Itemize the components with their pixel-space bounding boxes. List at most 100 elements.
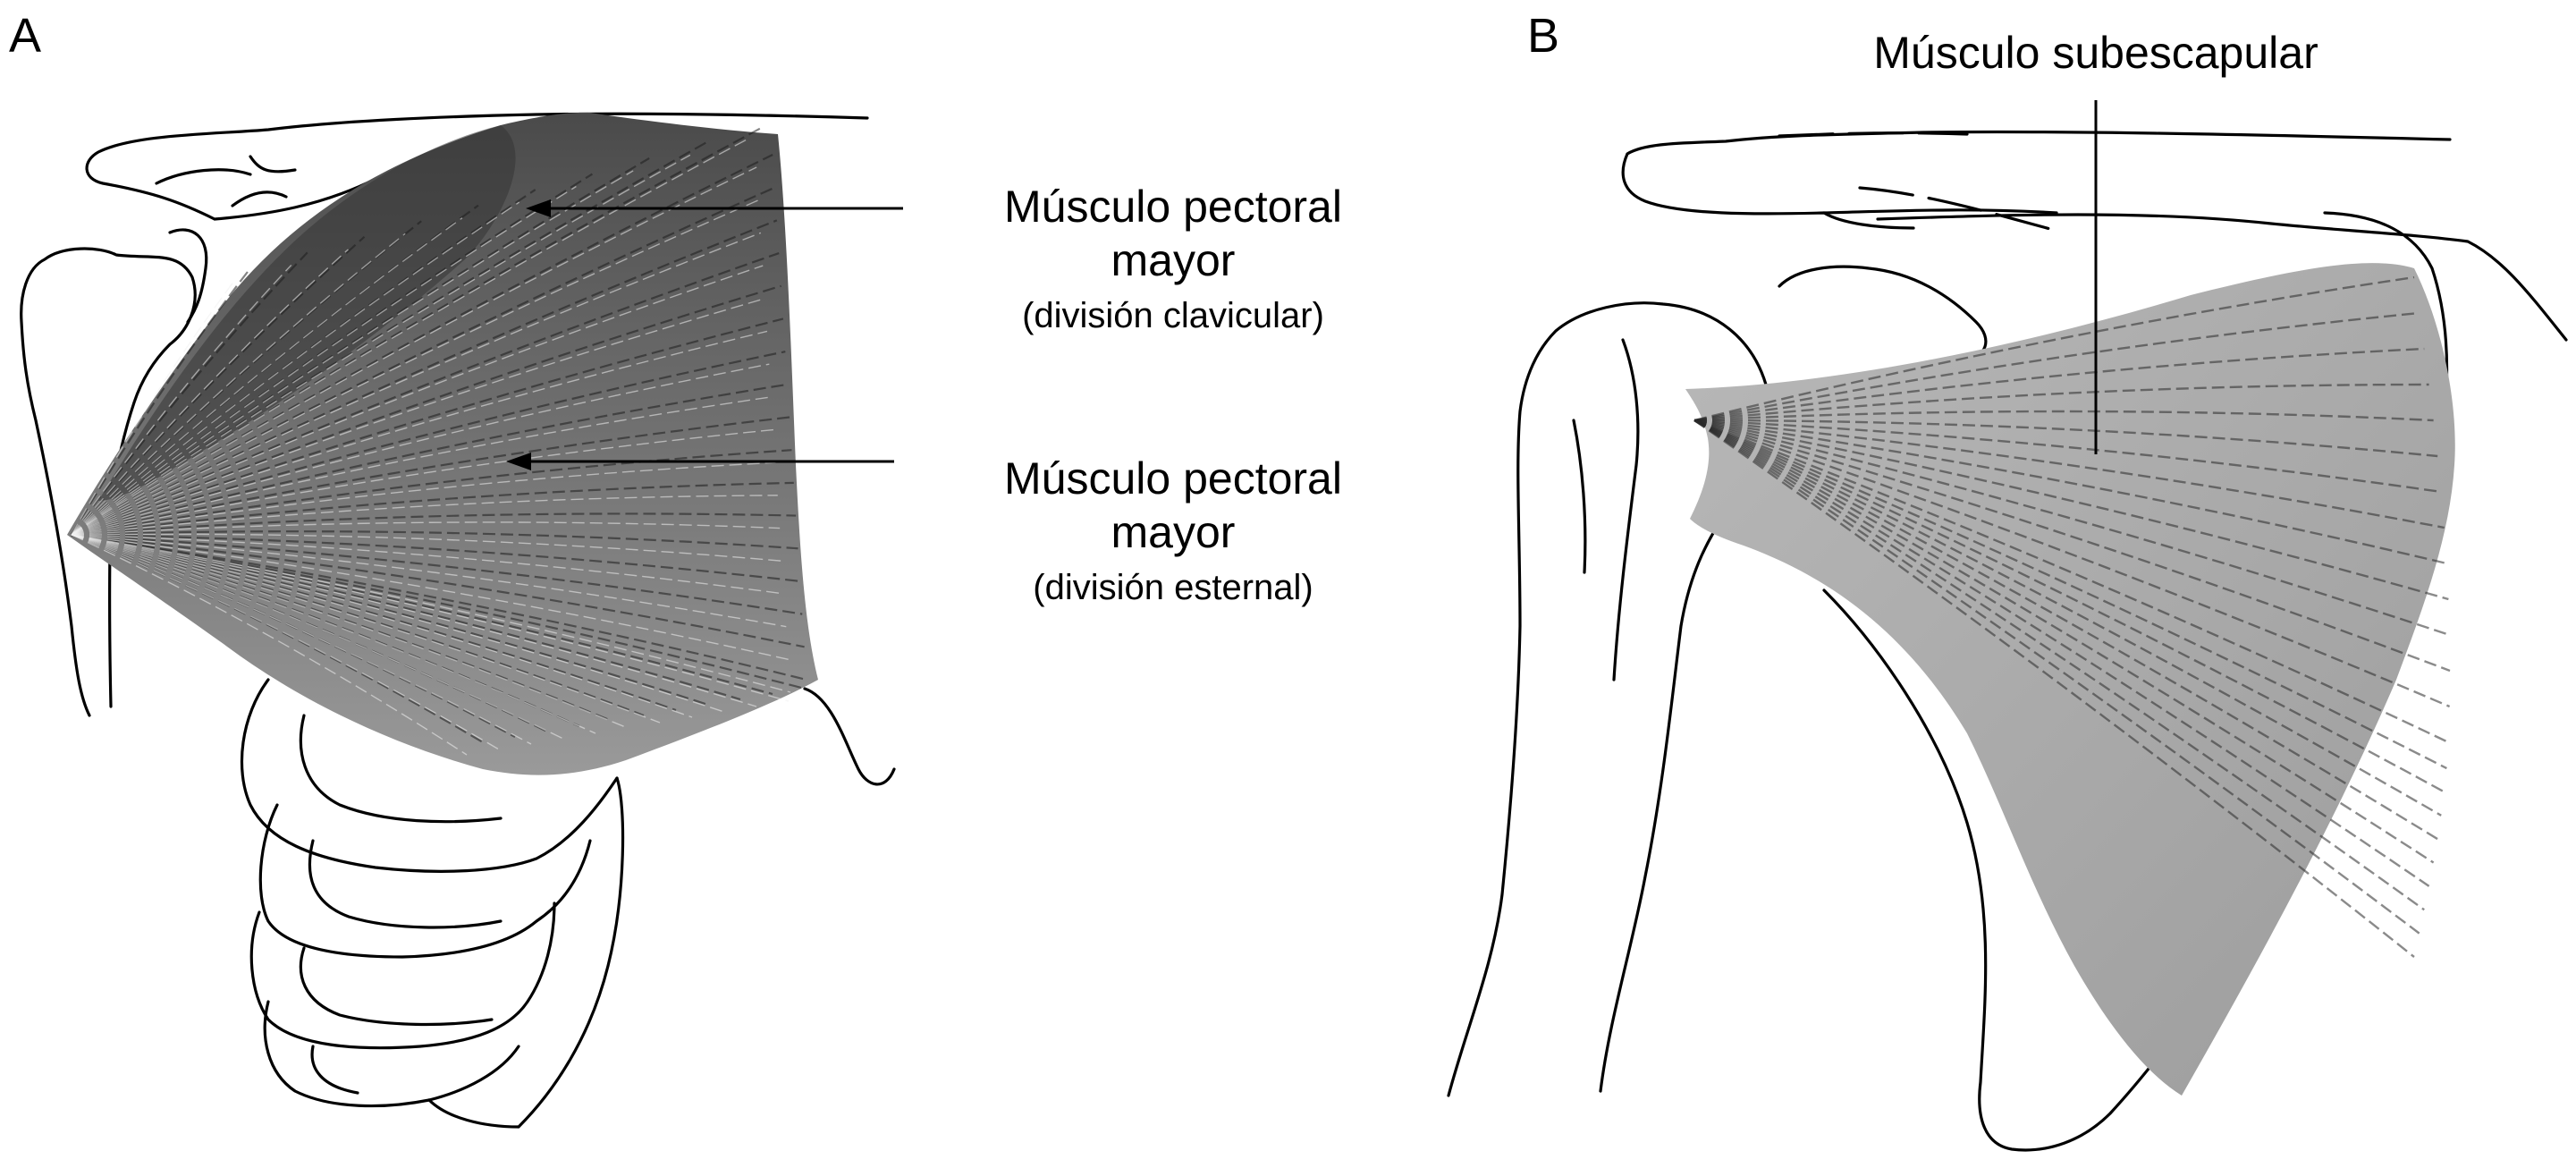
pectoralis-fiber-highlight — [71, 534, 757, 707]
pectoralis-fiber-highlight — [71, 363, 770, 536]
pectoralis-fiber-highlight — [71, 521, 781, 536]
pectoralis-fiber-highlight — [71, 534, 629, 729]
subscapularis-fibers — [1693, 275, 2451, 958]
subscapularis-fiber — [1693, 419, 2425, 911]
subscapularis-fill — [1685, 263, 2455, 1096]
sternum-outline — [803, 687, 896, 786]
pectoralis-fiber-highlight — [71, 534, 596, 734]
clavicular-label-line1: Músculo pectoral — [1004, 182, 1342, 232]
pectoralis-fiber-highlight — [71, 534, 693, 718]
pectoralis-fiber-highlight — [71, 534, 532, 745]
pectoralis-fiber-highlight — [71, 298, 765, 536]
panel-a: A — [9, 9, 1342, 1129]
subscapularis-fiber — [1693, 419, 2451, 673]
subscapularis-fiber — [1693, 419, 2451, 708]
panel-a-leaders — [506, 199, 903, 470]
pectoralis-fiber — [71, 533, 803, 615]
pectoralis-fiber-highlight — [71, 534, 784, 595]
pectoralis-fiber — [71, 267, 251, 536]
pectoralis-fiber — [71, 512, 797, 537]
pectoralis-fiber-highlight — [71, 232, 762, 536]
label-clavicular-division: Músculo pectoral mayor (división clavicu… — [1004, 182, 1342, 335]
pectoralis-fiber-highlight — [71, 428, 774, 536]
pectoralis-fiber — [71, 251, 308, 536]
subscapularis-fiber — [1693, 419, 2449, 744]
pectoralis-fiber-highlight — [71, 265, 764, 536]
pectoralis-fiber-highlight — [71, 139, 747, 536]
subscapularis-fiber — [1693, 419, 2420, 935]
label-sternal-division: Músculo pectoral mayor (división esterna… — [1004, 453, 1342, 607]
subscapularis-label: Músculo subescapular — [1873, 28, 2318, 78]
pectoralis-fiber-highlight — [71, 534, 661, 724]
subscapularis-fiber — [1693, 419, 2450, 637]
pectoralis-fiber — [71, 533, 801, 583]
pectoralis-fiber — [71, 351, 786, 537]
subscapularis-fiber — [1693, 311, 2420, 422]
panel-b: B Músculo subescapular — [1447, 9, 2568, 1152]
pectoralis-fiber — [71, 317, 784, 537]
pectoralis-fiber-highlight — [71, 233, 406, 536]
panel-a-letter: A — [9, 9, 41, 63]
panel-b-skeleton — [1447, 130, 2568, 1152]
pectoralis-fiber-highlight — [71, 166, 757, 536]
pectoralis-fiber-highlight — [71, 534, 468, 756]
pectoralis-fiber-highlight — [71, 534, 500, 750]
pectoralis-fiber-highlight — [71, 396, 772, 536]
subscapularis-fiber — [1693, 419, 2442, 494]
subscapularis-fiber — [1693, 419, 2447, 770]
pectoralis-fiber — [71, 533, 805, 648]
pectoralis-fiber-highlight — [71, 534, 791, 693]
subscapularis-fiber — [1693, 419, 2447, 565]
sternal-label-line1: Músculo pectoral — [1004, 453, 1342, 504]
pectoralis-fiber — [71, 416, 790, 537]
pectoralis-fiber — [71, 530, 798, 550]
acromion-outline — [1621, 130, 2452, 230]
pectoralis-fiber-highlight — [71, 534, 787, 628]
pectoralis-clavicular-shade — [98, 125, 516, 501]
pectoralis-fiber — [71, 533, 773, 696]
subscapularis-fiber — [1693, 419, 2430, 887]
rib-inner-contours — [299, 714, 503, 1095]
subscapularis-fiber — [1693, 419, 2415, 958]
humerus-groove — [1572, 338, 1640, 681]
pectoralis-fiber-highlight — [71, 170, 634, 536]
panel-b-letter: B — [1527, 9, 1559, 63]
pectoralis-fiber-highlight — [71, 185, 577, 536]
pectoralis-fiber-highlight — [71, 534, 789, 660]
panel-a-skeleton — [20, 112, 896, 1129]
pectoralis-fiber-highlight — [71, 534, 725, 713]
pectoralis-major-muscle — [67, 112, 818, 775]
rib-cage-outline — [240, 678, 619, 1108]
pectoralis-fiber — [71, 252, 780, 537]
pectoralis-fiber — [71, 481, 794, 537]
pectoralis-fiber-highlight — [71, 199, 759, 536]
pectoralis-fiber — [71, 383, 788, 537]
pectoralis-fiber — [71, 449, 792, 537]
pectoralis-fiber-highlight — [71, 330, 768, 536]
clavicular-label-sub: (división clavicular) — [1022, 296, 1324, 335]
pectoralis-fiber-highlight — [71, 217, 463, 536]
sternal-arrowhead — [506, 453, 531, 470]
subscapularis-muscle — [1685, 263, 2455, 1096]
sternal-label-sub: (división esternal) — [1033, 568, 1313, 607]
subscapularis-fiber — [1693, 383, 2429, 422]
subscapularis-fiber — [1693, 419, 2445, 793]
acromion-dashes — [1778, 131, 2058, 233]
pectoralis-fiber — [71, 220, 422, 536]
sternum-edge — [427, 776, 625, 1129]
subscapularis-fiber — [1693, 275, 2415, 422]
clavicular-arrowhead — [526, 199, 551, 217]
pectoralis-fiber-highlight — [71, 201, 520, 536]
pectoralis-fiber-highlight — [71, 280, 235, 536]
glenoid-outline — [168, 228, 208, 324]
pectoralis-fiber-highlight — [71, 533, 782, 562]
subscapularis-fiber — [1693, 419, 2438, 458]
subscapularis-fiber — [1693, 347, 2425, 422]
pectoralis-fiber-highlight — [71, 264, 292, 536]
coracoid-outline-b — [1778, 265, 1988, 360]
subscapularis-fiber — [1693, 419, 2438, 841]
subscapularis-fiber — [1693, 410, 2434, 422]
pectoralis-fiber — [71, 533, 677, 712]
pectoralis-fiber — [71, 284, 781, 537]
